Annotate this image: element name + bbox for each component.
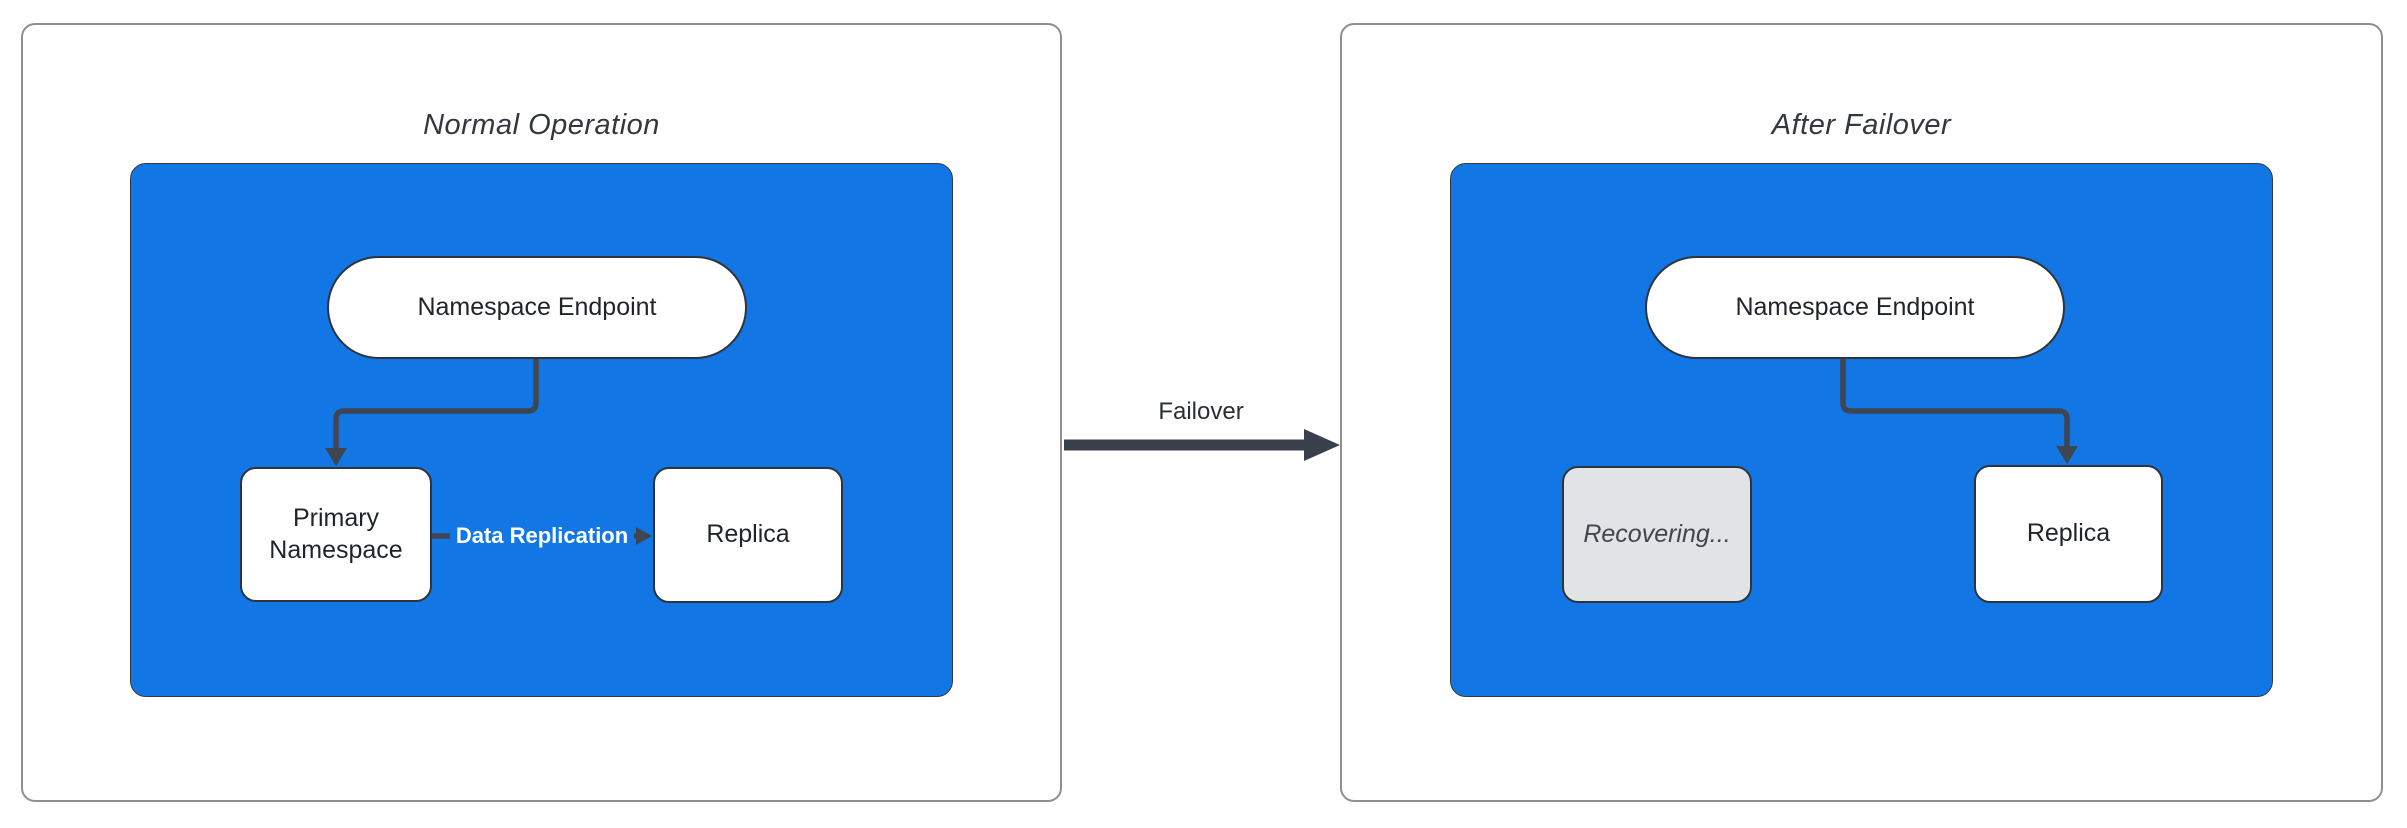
panel-title-after-failover: After Failover — [1771, 109, 1952, 141]
node-namespace-endpoint-left: Namespace Endpoint — [327, 256, 747, 359]
node-replica-left: Replica — [653, 467, 843, 603]
failover-arrowhead — [1304, 429, 1340, 461]
node-namespace-endpoint-right-label: Namespace Endpoint — [1735, 292, 1975, 321]
node-primary-namespace: Primary Namespace — [240, 467, 432, 602]
failover-arrow-label: Failover — [1154, 398, 1248, 426]
edge-label-data-replication: Data Replication — [449, 521, 635, 551]
panel-title-normal-operation: Normal Operation — [423, 109, 660, 141]
node-replica-left-label: Replica — [706, 520, 790, 549]
node-replica-right: Replica — [1974, 465, 2163, 603]
node-namespace-endpoint-right: Namespace Endpoint — [1645, 256, 2065, 359]
cluster-after-failover — [1450, 163, 2273, 697]
node-namespace-endpoint-left-label: Namespace Endpoint — [417, 292, 657, 321]
node-replica-right-label: Replica — [2026, 519, 2111, 548]
node-primary-namespace-label: Primary Namespace — [269, 504, 403, 564]
cluster-normal-operation — [130, 163, 953, 697]
node-recovering-label: Recovering... — [1583, 519, 1731, 548]
node-recovering: Recovering... — [1562, 466, 1752, 603]
